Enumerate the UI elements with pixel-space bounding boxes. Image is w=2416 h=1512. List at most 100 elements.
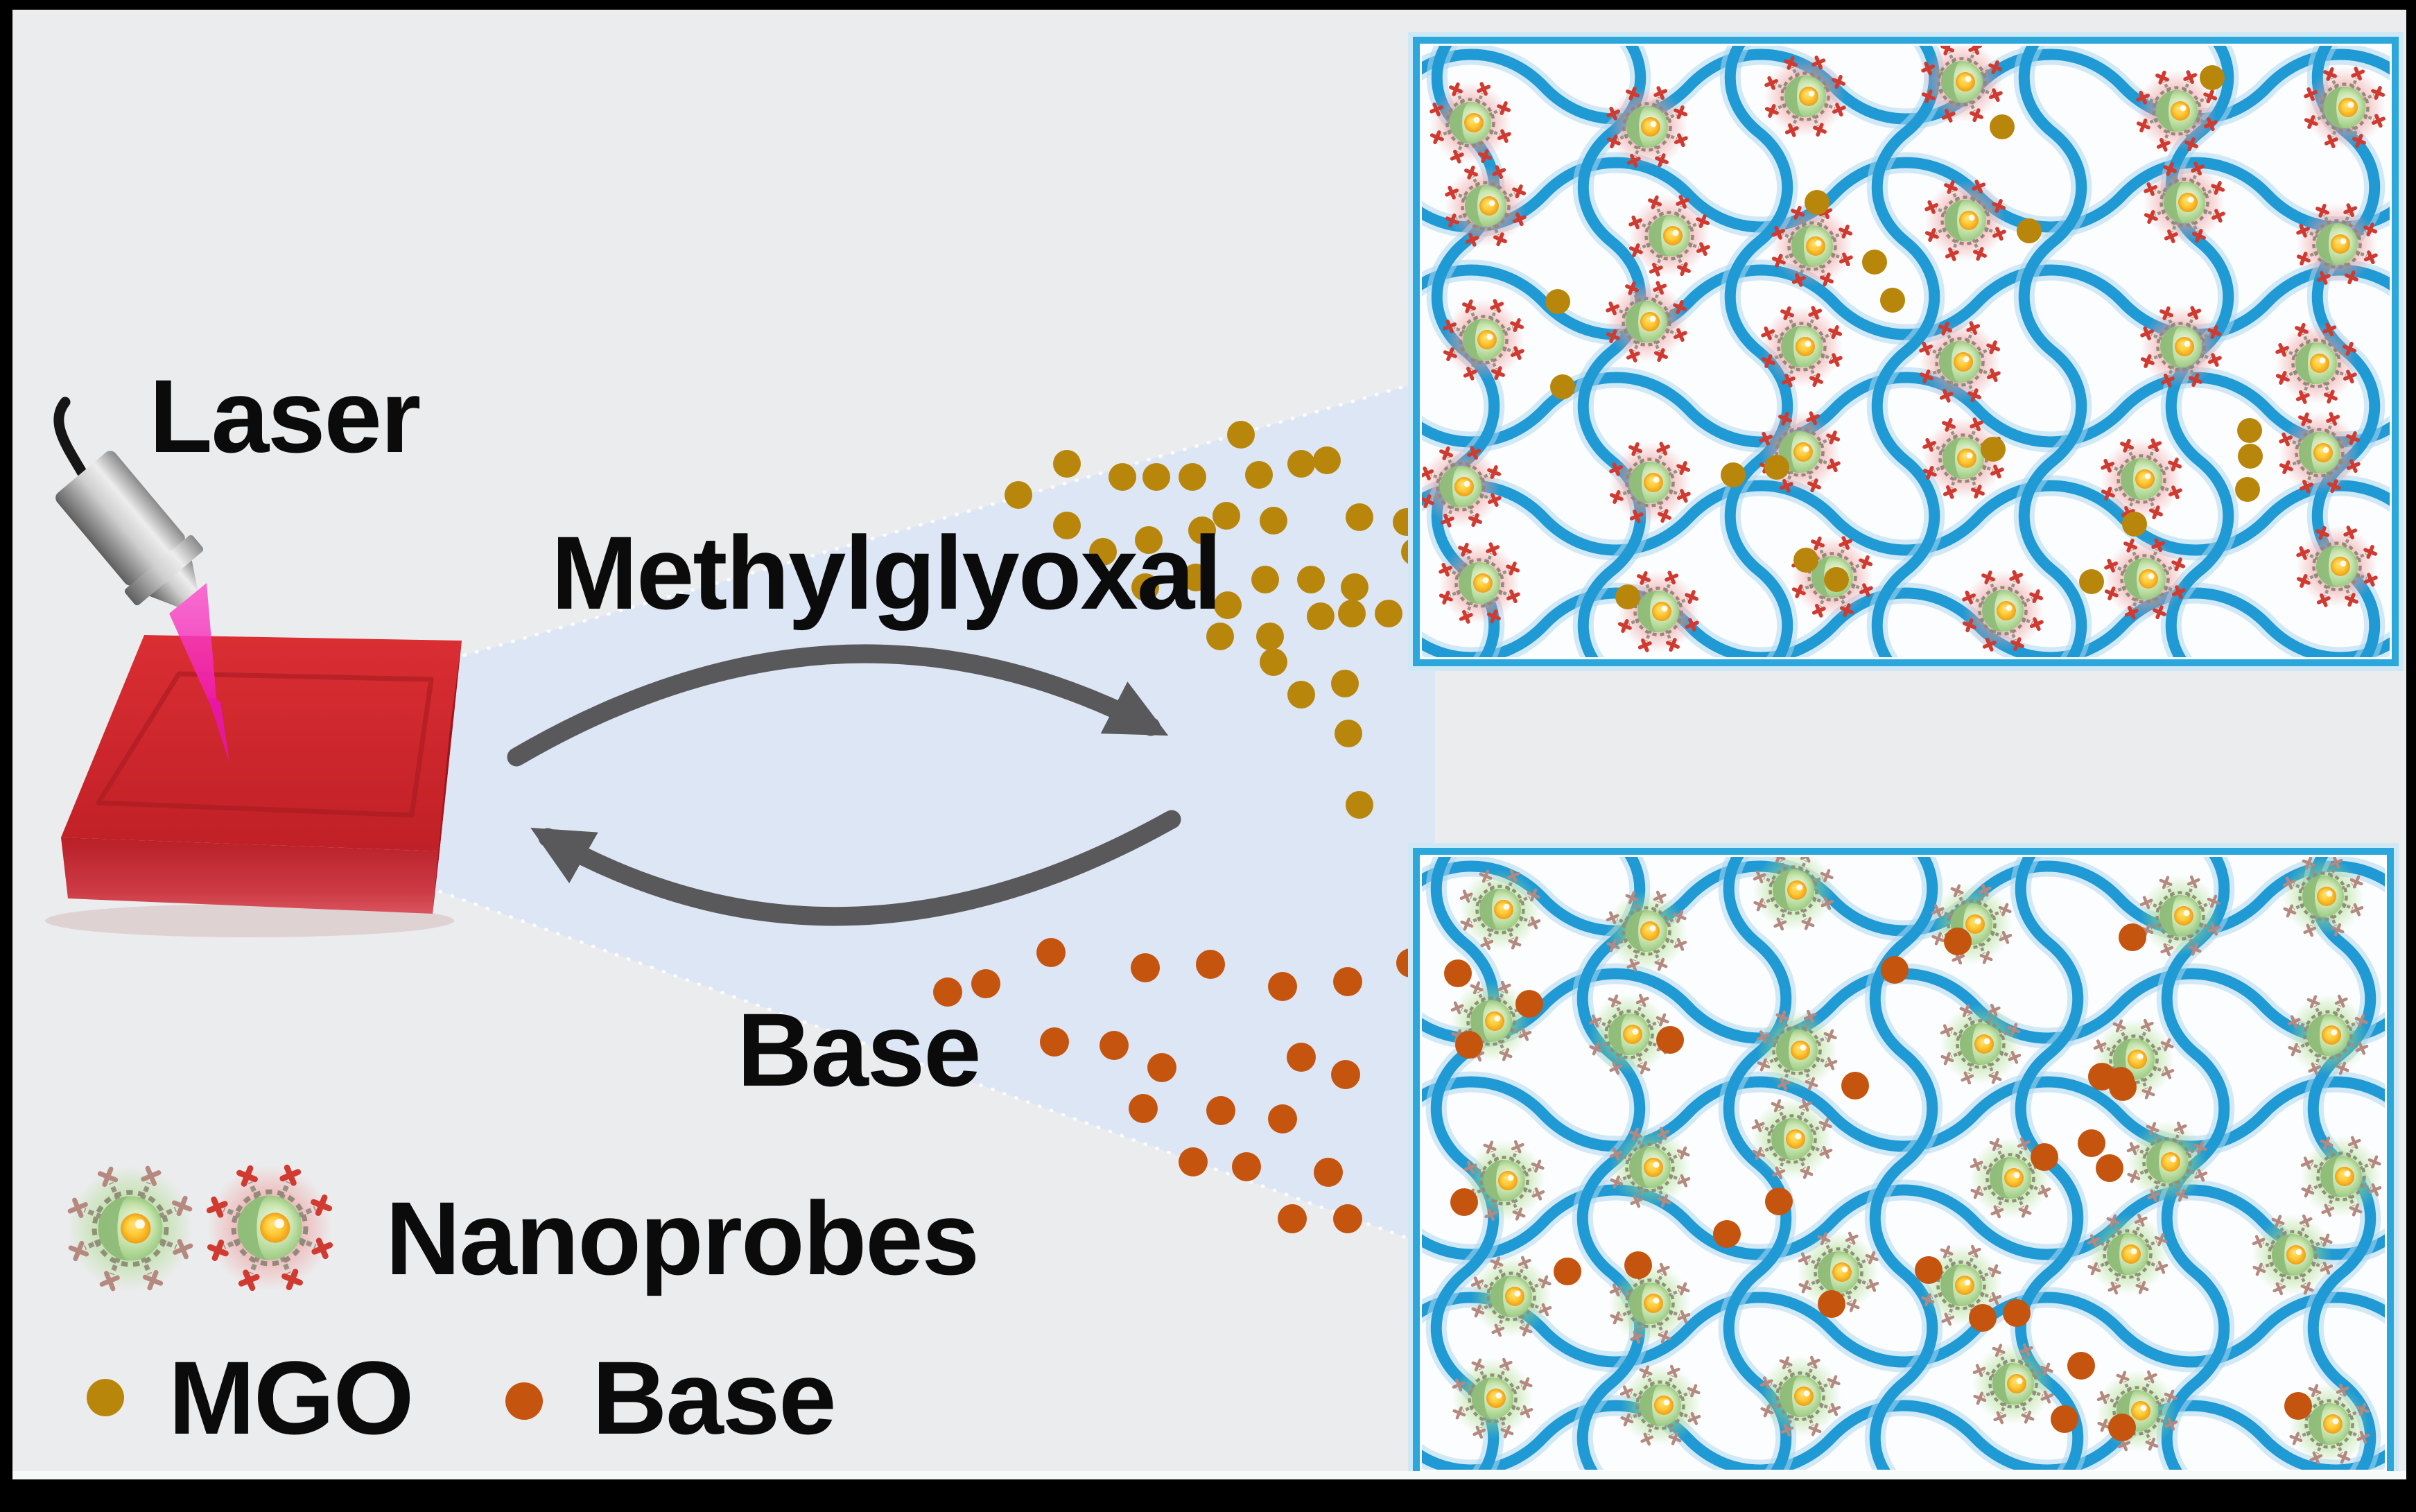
nanoprobe-pink-icon [1759, 412, 1840, 492]
laser-beam-tip [208, 697, 229, 763]
mgo-dot [1335, 720, 1362, 747]
nanoprobe-pink-icon [2279, 412, 2360, 493]
mgo-dot [2079, 569, 2104, 594]
mgo-dot [2017, 218, 2042, 243]
base-dot [1944, 928, 1972, 955]
nanoprobe-green-icon [68, 1166, 193, 1291]
mgo-dot [1287, 681, 1315, 709]
laser-beam [169, 583, 218, 722]
cone-edge-top [426, 376, 1437, 668]
nanoprobe-pink-icon [1610, 442, 1690, 523]
nanoprobe-green-icon [1610, 1263, 1690, 1344]
nanoprobe-pink-icon [2276, 323, 2356, 403]
mesh-strand [2018, 46, 2087, 657]
laser-label: Laser [149, 358, 420, 474]
base-dot [1444, 959, 1472, 987]
nanoprobe-green-icon [2301, 1136, 2381, 1217]
nanoprobe-pink-icon [2141, 306, 2221, 387]
nanoprobe-green-icon [1752, 1099, 1832, 1179]
base-dot [1287, 1043, 1316, 1072]
mgo-dot [1346, 503, 1373, 531]
nanoprobe-pink-icon [1618, 571, 1698, 652]
mgo-dot [1764, 455, 1789, 480]
base-dot [2051, 1405, 2078, 1433]
mesh-strand [1422, 587, 2390, 657]
nanoprobe-green-icon [1471, 1256, 1552, 1337]
base-dot-icon [505, 1382, 543, 1420]
mesh-strand [1723, 857, 1792, 1470]
base-dot [2119, 923, 2146, 951]
mgo-dot [1721, 462, 1746, 487]
nanoprobe-pink-icon [2297, 526, 2377, 607]
frame-left [0, 0, 12, 1512]
mgo-dot [1256, 623, 1284, 650]
frame-bottom [0, 1479, 2416, 1512]
nanoprobe-green-icon [2288, 995, 2368, 1075]
nanoprobe-green-icon [1940, 1004, 2021, 1084]
mgo-dot [1545, 289, 1570, 314]
mgo-dot [1245, 461, 1273, 489]
base-dot [1818, 1290, 1845, 1318]
nanoprobe-pink-icon [207, 1165, 332, 1290]
mgo-dot [2200, 65, 2225, 90]
nanoprobe-pink-icon [1607, 87, 1687, 167]
legend: Nanoprobes MGO Base [68, 1165, 980, 1456]
base-dots-layer-bottom [1444, 923, 2312, 1441]
base-dot [1455, 1031, 1483, 1059]
nanoprobe-green-icon [1610, 1127, 1690, 1208]
mgo-dot [2237, 418, 2262, 443]
mgo-dot [1287, 450, 1315, 478]
mgo-dot [1135, 526, 1163, 554]
nanoprobe-pink-icon [1765, 56, 1845, 137]
mgo-dot [1550, 374, 1575, 399]
mgo-dot [1990, 114, 2015, 139]
mgo-dot-icon [87, 1379, 124, 1416]
base-dot [1314, 1158, 1343, 1187]
mgo-dot [1805, 190, 1830, 215]
slab-side-face [433, 641, 462, 914]
base-dot [1040, 1027, 1069, 1057]
nanoprobe-green-icon [2127, 1122, 2207, 1202]
base-dot [2067, 1352, 2095, 1380]
base-dot [1129, 1094, 1158, 1123]
mgo-dot [1862, 250, 1887, 275]
laser-light-cone [428, 378, 1435, 1248]
base-dot [1554, 1258, 1581, 1285]
nanoprobe-green-icon [1460, 869, 1540, 950]
base-dot [1969, 1304, 1997, 1332]
base-label: Base [592, 1339, 835, 1456]
mesh-strand [1422, 1076, 2385, 1152]
mgo-dot [1880, 288, 1905, 313]
mgo-dot [1213, 502, 1240, 530]
base-dot [971, 969, 1000, 998]
nanoprobe-pink-icon [2304, 67, 2385, 148]
slab-top-face [61, 635, 462, 851]
mesh-strand [1422, 480, 2390, 556]
mgo-label: MGO [168, 1339, 412, 1456]
mgo-dot [1089, 538, 1117, 566]
nanoprobe-pink-icon [1772, 206, 1852, 286]
base-dot [1331, 1060, 1360, 1089]
mgo-dot [1824, 567, 1849, 592]
mgo-dot [1005, 481, 1032, 509]
base-dot [1036, 938, 1066, 967]
mgo-dots-layer-top [1545, 65, 2263, 609]
nanoprobe-pink-icon [2105, 539, 2185, 619]
nanoprobe-pink-icon [1439, 543, 1520, 623]
nanoprobe-green-icon [2140, 876, 2221, 956]
nanoprobe-green-icon [1931, 884, 2012, 964]
base-dot [1278, 1204, 1307, 1233]
base-dot [2003, 1299, 2031, 1327]
base-dot [1179, 1147, 1208, 1176]
nanoprobe-pink-icon [1443, 299, 1524, 380]
mgo-dot [1375, 600, 1402, 627]
mgo-dot [2122, 512, 2147, 537]
nanoprobe-pink-icon [1762, 306, 1842, 387]
mgo-dot [1313, 446, 1341, 474]
nanoprobe-pink-icon [1922, 42, 2002, 122]
mgo-dot [1346, 791, 1373, 819]
base-dot [1881, 956, 1909, 984]
nanoprobe-green-icon [2087, 1214, 2168, 1294]
laser-cable [53, 397, 89, 481]
slab-front-face [61, 837, 440, 914]
